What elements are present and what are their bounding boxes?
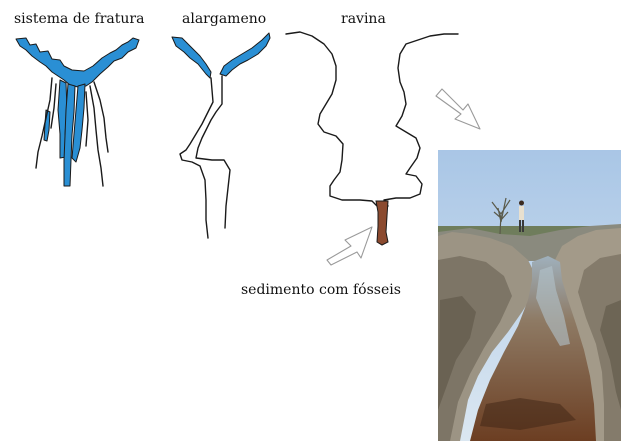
label-fracture-system: sistema de fratura: [14, 11, 144, 27]
sediment-fill: [376, 201, 388, 245]
label-widening: alargameno: [182, 11, 266, 27]
ravine-left-wall: [286, 32, 377, 206]
ravine-photo: [438, 150, 621, 441]
widening-right-pocket: [220, 33, 270, 76]
arrow-to-sediment: [327, 227, 372, 265]
widening-diagram: [172, 33, 270, 238]
ravine-diagram: [286, 32, 458, 245]
widening-left-pocket: [172, 37, 211, 78]
label-sediment-with-fossils: sedimento com fósseis: [241, 282, 401, 298]
fracture-system-diagram: [16, 38, 139, 186]
fracture-surface-water: [16, 38, 139, 87]
label-ravine: ravina: [341, 11, 386, 27]
arrow-to-photo: [436, 89, 480, 129]
